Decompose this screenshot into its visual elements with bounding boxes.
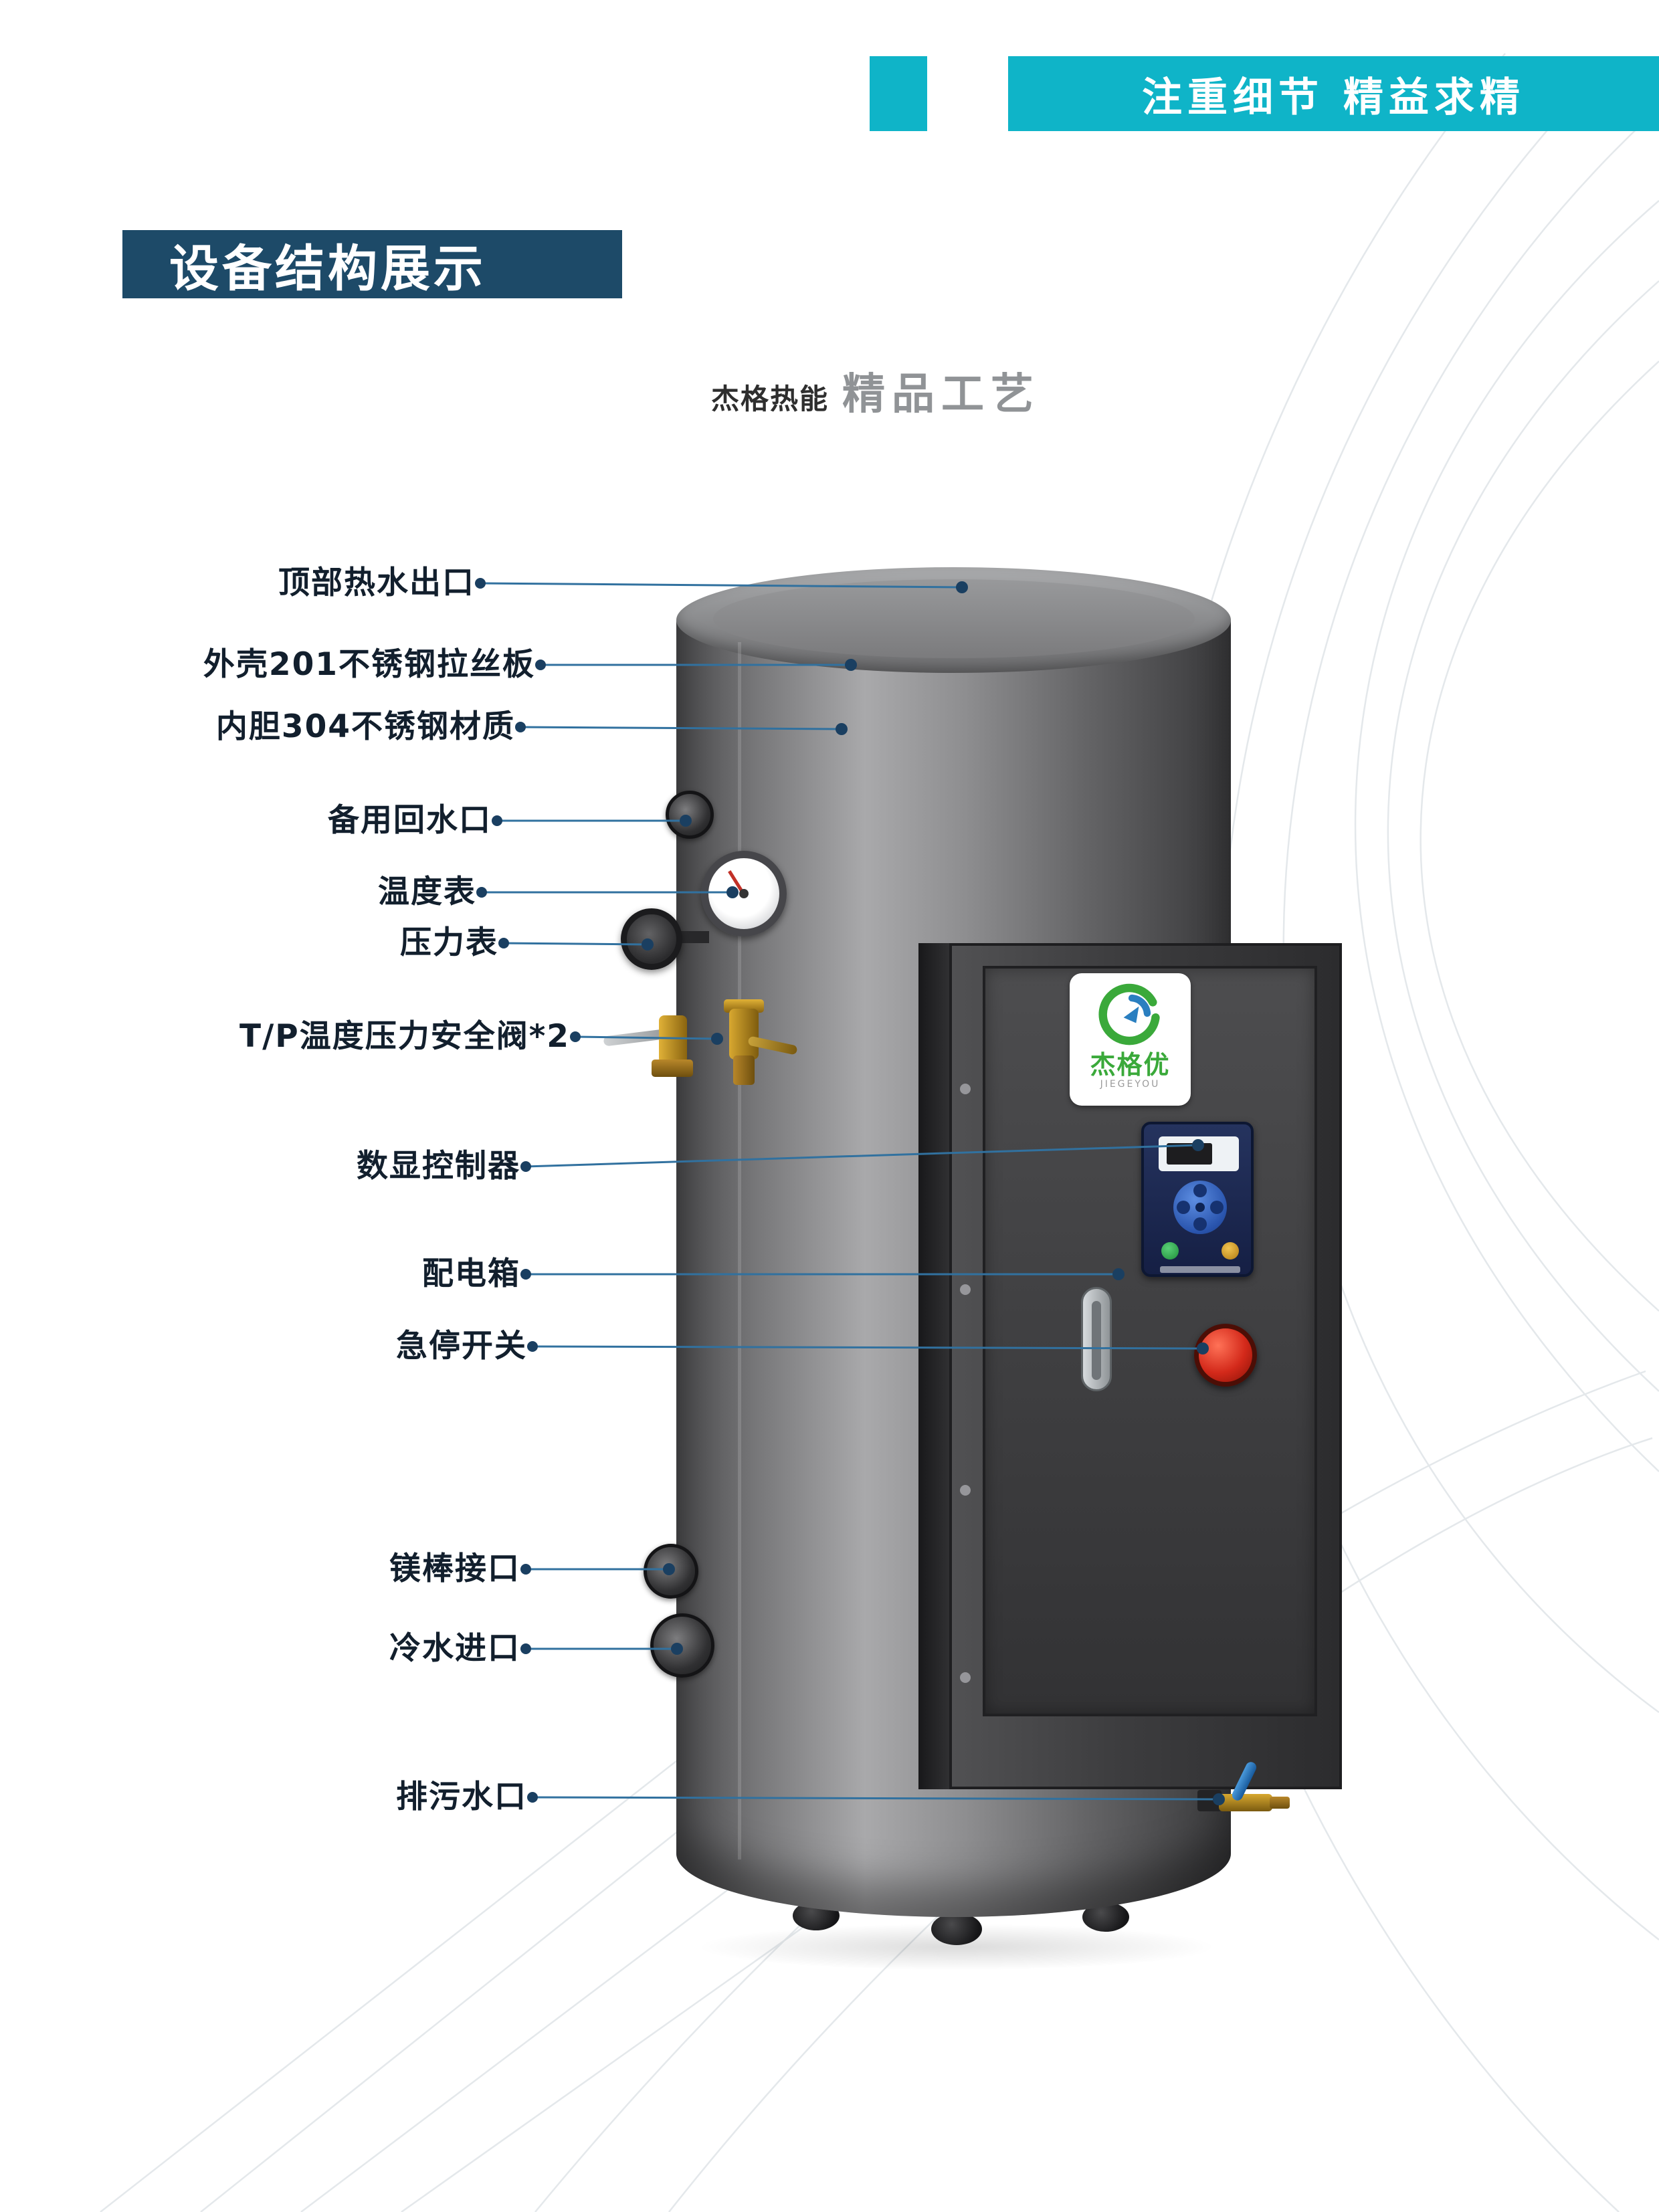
door-hinge xyxy=(960,1485,971,1496)
tp-valve-pipe xyxy=(733,1055,755,1085)
callout-label: 备用回水口 xyxy=(328,802,492,839)
callout-label: 温度表 xyxy=(378,874,476,910)
door-handle[interactable] xyxy=(1081,1287,1112,1391)
callout-label: 镁棒接口 xyxy=(389,1550,520,1587)
accent-square xyxy=(870,56,927,131)
callout-label: T/P温度压力安全阀*2 xyxy=(239,1018,570,1055)
callout-label: 外壳201不锈钢拉丝板 xyxy=(203,646,535,683)
callout-liner-304-stainless: 内胆304不锈钢材质 xyxy=(120,707,515,747)
callout-drain-outlet: 排污水口 xyxy=(120,1777,527,1817)
callout-top-hot-water-outlet: 顶部热水出口 xyxy=(120,563,475,603)
door-hinge xyxy=(960,1084,971,1094)
pressure-gauge xyxy=(621,908,682,970)
callout-label: 急停开关 xyxy=(396,1328,527,1365)
callout-label: 配电箱 xyxy=(422,1255,520,1292)
callout-cold-water-inlet: 冷水进口 xyxy=(120,1629,520,1669)
callout-distribution-box: 配电箱 xyxy=(120,1254,520,1294)
callout-emergency-stop: 急停开关 xyxy=(120,1326,527,1367)
callout-shell-201-stainless: 外壳201不锈钢拉丝板 xyxy=(120,645,535,685)
logo-name: 杰格优 xyxy=(1090,1050,1171,1080)
section-title-block: 设备结构展示 xyxy=(122,230,622,298)
callout-label: 排污水口 xyxy=(396,1779,527,1815)
temperature-gauge xyxy=(701,851,787,936)
control-cabinet: 杰格优 JIEGEYOU xyxy=(918,943,1342,1789)
brand-name: 杰格热能 xyxy=(711,383,830,415)
dpad-center-button[interactable] xyxy=(1195,1203,1205,1212)
water-tank-top-lid xyxy=(713,579,1195,658)
brand-tagline: 精品工艺 xyxy=(842,370,1041,419)
brand-row: 杰格热能 精品工艺 xyxy=(711,360,1040,421)
header-banner-text: 注重细节 精益求精 xyxy=(1142,74,1525,121)
callout-label: 顶部热水出口 xyxy=(278,565,475,601)
callout-magnesium-rod-port: 镁棒接口 xyxy=(120,1549,520,1589)
callout-temperature-gauge: 温度表 xyxy=(120,872,476,912)
backup-return-water-port xyxy=(666,791,714,839)
controller-off-button[interactable] xyxy=(1222,1242,1239,1260)
cold-water-inlet-port xyxy=(650,1613,714,1678)
gauge-center-cap xyxy=(739,889,749,898)
header-banner: 注重细节 精益求精 xyxy=(1008,56,1659,131)
emergency-stop-button[interactable] xyxy=(1194,1324,1257,1387)
callout-label: 压力表 xyxy=(400,924,498,961)
controller-label-strip xyxy=(1160,1266,1240,1273)
controller-display xyxy=(1159,1136,1239,1171)
door-handle-slot xyxy=(1092,1301,1101,1380)
controller-on-button[interactable] xyxy=(1161,1242,1179,1260)
callout-tp-safety-valve: T/P温度压力安全阀*2 xyxy=(120,1017,570,1057)
cabinet-side-panel xyxy=(918,943,949,1789)
dpad-right-button[interactable] xyxy=(1210,1201,1224,1214)
dpad-up-button[interactable] xyxy=(1193,1184,1207,1197)
callout-backup-return-port: 备用回水口 xyxy=(120,801,492,841)
callout-label: 冷水进口 xyxy=(389,1630,520,1667)
tp-valve-hex-nut xyxy=(652,1060,693,1077)
door-hinge xyxy=(960,1284,971,1295)
callout-label: 内胆304不锈钢材质 xyxy=(215,708,515,745)
callout-label: 数显控制器 xyxy=(357,1148,520,1185)
dpad-left-button[interactable] xyxy=(1177,1201,1190,1214)
door-hinge xyxy=(960,1672,971,1683)
dpad-down-button[interactable] xyxy=(1193,1217,1207,1231)
tp-safety-valve-2 xyxy=(729,1009,759,1060)
tp-safety-valve-1 xyxy=(659,1015,687,1064)
section-title: 设备结构展示 xyxy=(169,239,486,298)
tank-seam-highlight xyxy=(738,642,741,1859)
callout-pressure-gauge: 压力表 xyxy=(120,923,498,963)
brand-logo-icon xyxy=(1098,983,1160,1045)
brand-logo-badge: 杰格优 JIEGEYOU xyxy=(1070,973,1191,1106)
logo-subtext: JIEGEYOU xyxy=(1100,1079,1161,1090)
callout-digital-controller: 数显控制器 xyxy=(120,1146,520,1187)
controller-dpad[interactable] xyxy=(1173,1181,1227,1234)
tank-foot xyxy=(931,1913,982,1945)
drain-valve-body xyxy=(1219,1794,1272,1811)
drain-outlet xyxy=(1270,1797,1290,1809)
